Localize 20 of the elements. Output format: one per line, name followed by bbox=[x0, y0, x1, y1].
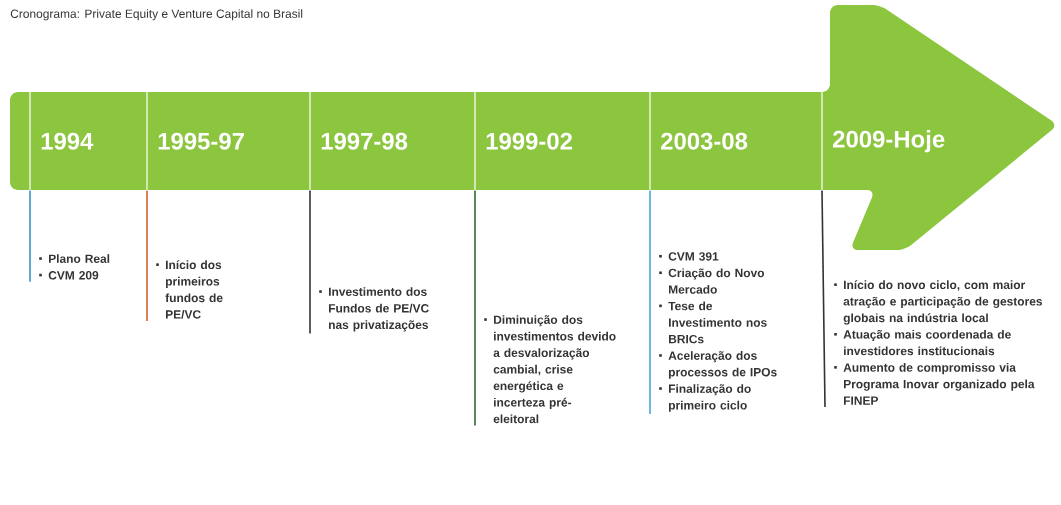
year-segment: 1994 bbox=[29, 91, 94, 191]
chart-title: Cronograma: Private Equity e Venture Capital no Brasil bbox=[10, 9, 303, 21]
timeline-tick bbox=[29, 189, 31, 283]
bullet-list: CVM 391 Criação do Novo Mercado Tese de Investimento nos BRICs Aceleração dos processos de IPOs Finalização do primeiro ciclo bbox=[659, 252, 777, 412]
bullet-list: Plano Real CVM 209 bbox=[39, 254, 110, 280]
year-segment: 2003-08 bbox=[649, 91, 748, 191]
timeline-tick bbox=[821, 189, 826, 408]
bullet-list: Investimento dos Fundos de PE/VC nas privatizações bbox=[319, 287, 429, 332]
bullet-list: Diminuição dos investimentos devido a desvalorização cambial, crise energética e incerteza pré-eleitoral bbox=[484, 315, 616, 424]
year-segment: 2009-Hoje bbox=[821, 91, 945, 191]
bullet-list: Início do novo ciclo, com maior atração e participação de gestores globais na indústria local Atuação mais coordenada de investidores institucionais Aumento de compromisso via Programa Inovar organizado pela FINEP bbox=[834, 280, 1043, 405]
timeline-tick bbox=[146, 189, 148, 322]
timeline-tick bbox=[309, 189, 311, 335]
timeline-tick bbox=[649, 189, 651, 415]
timeline-tick bbox=[474, 189, 476, 427]
bullet-list: Início dos primeiros fundos de PE/VC bbox=[156, 260, 223, 319]
arrow-band bbox=[10, 5, 1055, 250]
year-segment: 1995-97 bbox=[146, 91, 244, 191]
year-segment: 1997-98 bbox=[309, 91, 408, 191]
year-segment: 1999-02 bbox=[474, 91, 572, 191]
